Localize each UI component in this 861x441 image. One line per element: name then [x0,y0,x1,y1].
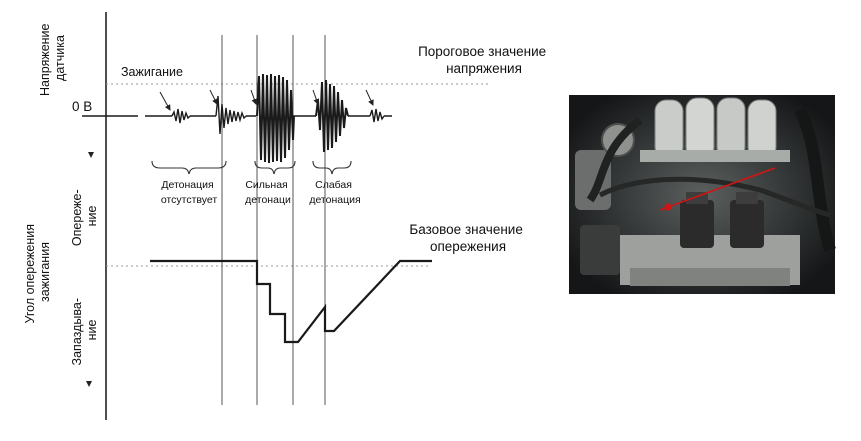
advance-label: Опереже- ние [70,186,99,246]
threshold-label: Пороговое значение напряжения [418,44,550,76]
brace-weak-knock [312,160,352,175]
strong-knock-label: Сильная детонаци [245,179,291,206]
advance-angle-curve [150,259,432,344]
base-advance-label: Базовое значение опережения [409,222,526,254]
brace-no-knock [151,160,227,175]
ignition-arrow-1 [159,91,171,111]
ignition-pulse-1 [171,108,191,124]
axis-tick-bottom [86,381,92,387]
brace-strong-knock [254,160,296,175]
ignition-pulse-2 [215,95,247,135]
weak-knock-burst [315,79,349,153]
axis-tick-top [88,152,94,158]
ignition-arrow-3 [250,89,258,105]
knock-sensor-marker [659,167,776,211]
ignition-pulse-3 [369,108,385,123]
ignition-label: Зажигание [121,65,183,79]
sensor-voltage-label: Напряжение датчика [38,20,67,96]
no-knock-label: Детонация отсутствует [161,179,218,206]
ignition-coils [680,192,764,248]
strong-knock-burst [256,73,295,164]
ignition-arrow-5 [365,89,374,106]
ignition-arrow-4 [312,89,320,105]
zero-volt-label: 0 В [72,99,92,114]
engine-bay-photo [569,95,836,294]
retard-label: Запаздыва- ние [70,295,99,366]
weak-knock-label: Слабая детонация [309,179,360,206]
timing-angle-label: Угол опережения зажигания [23,221,52,324]
ignition-arrow-2 [209,89,218,105]
intake-manifold [640,97,790,162]
